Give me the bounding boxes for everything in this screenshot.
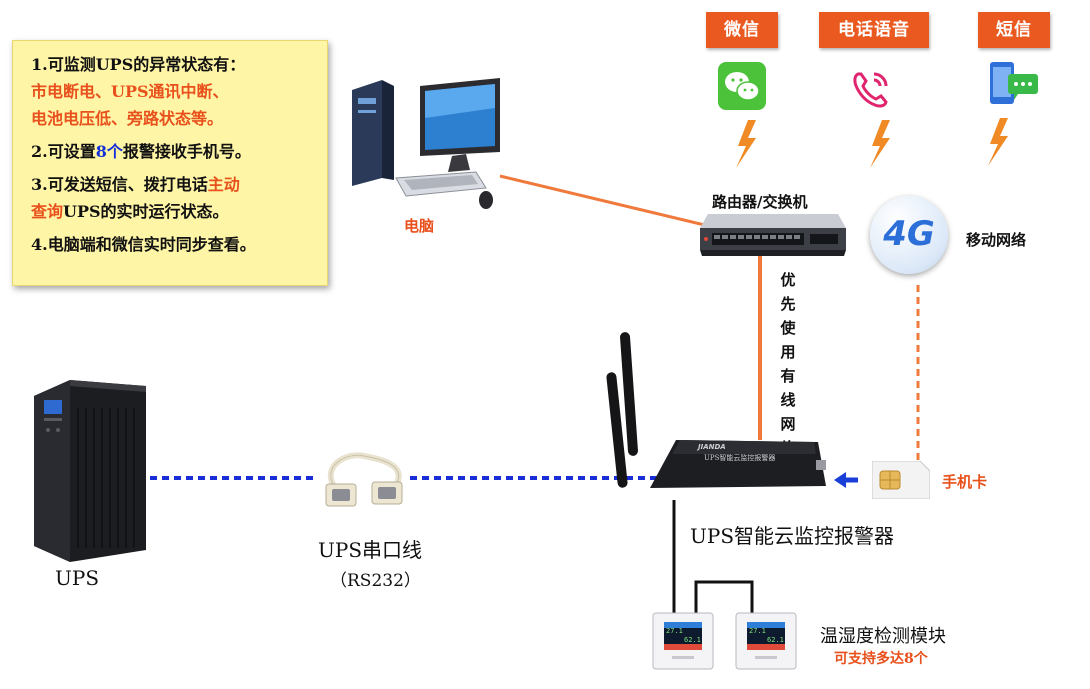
feature-note: 1.可监测UPS的异常状态有： 市电断电、UPS通讯中断、 电池电压低、旁路状态… (12, 40, 328, 286)
note-line-6: 查询UPS的实时运行状态。 (31, 202, 229, 221)
note-line-4: 2.可设置8个报警接收手机号。 (31, 142, 251, 161)
sensor-module-1-icon (652, 612, 714, 670)
note-line-7: 4.电脑端和微信实时同步查看。 (31, 235, 256, 254)
sensor-module-label: 温湿度检测模块 (820, 626, 946, 647)
device-model-text: UPS智能云监控报警器 (704, 454, 776, 462)
4g-text: 4G (883, 214, 935, 254)
alarm-device-label: UPS智能云监控报警器 (690, 524, 895, 548)
lightning-icon (736, 120, 756, 168)
note-line-1: 1.可监测UPS的异常状态有： (31, 55, 246, 74)
4g-network-icon: 4G (870, 196, 948, 274)
device-brand: JIANDA (698, 443, 726, 451)
sensor-1-temp: 27.1 (666, 627, 683, 635)
note-line-2: 市电断电、UPS通讯中断、 (31, 82, 229, 101)
rs232-label: （RS232） (330, 571, 421, 591)
ups-icon (34, 380, 146, 562)
network-switch-icon (700, 214, 846, 256)
sensor-note-label: 可支持多达8个 (834, 651, 928, 667)
badge-sms: 短信 (978, 12, 1050, 48)
lightning-icon (870, 120, 890, 168)
router-label: 路由器/交换机 (712, 193, 808, 211)
sensor-cable-chain (694, 580, 754, 615)
computer-icon (352, 78, 500, 209)
sim-insert-arrow (834, 472, 846, 488)
sms-icon (990, 62, 1038, 104)
ups-alarm-device-icon (606, 332, 826, 488)
sensor-2-humidity: 62.1 (767, 636, 784, 644)
note-line-3: 电池电压低、旁路状态等。 (31, 109, 224, 128)
note-line-5: 3.可发送短信、拨打电话主动 (31, 175, 240, 194)
serial-cable-label: UPS串口线 (318, 538, 423, 562)
ethernet-computer-router (499, 174, 739, 235)
sensor-2-temp: 27.1 (749, 627, 766, 635)
wechat-icon (718, 62, 766, 110)
sim-card-icon (872, 461, 930, 499)
lightning-icon (988, 118, 1008, 166)
badge-phone-voice: 电话语音 (819, 12, 929, 48)
mobile-network-label: 移动网络 (966, 231, 1027, 249)
sim-label: 手机卡 (942, 473, 988, 491)
computer-label: 电脑 (404, 217, 435, 235)
phone-call-icon (853, 72, 888, 108)
priority-wired-label: 优先使用有线网络 (780, 271, 796, 457)
sensor-1-humidity: 62.1 (684, 636, 701, 644)
ups-label: UPS (55, 566, 100, 590)
sensor-module-2-icon (735, 612, 797, 670)
serial-cable-icon (325, 452, 403, 507)
badge-wechat: 微信 (706, 12, 778, 48)
